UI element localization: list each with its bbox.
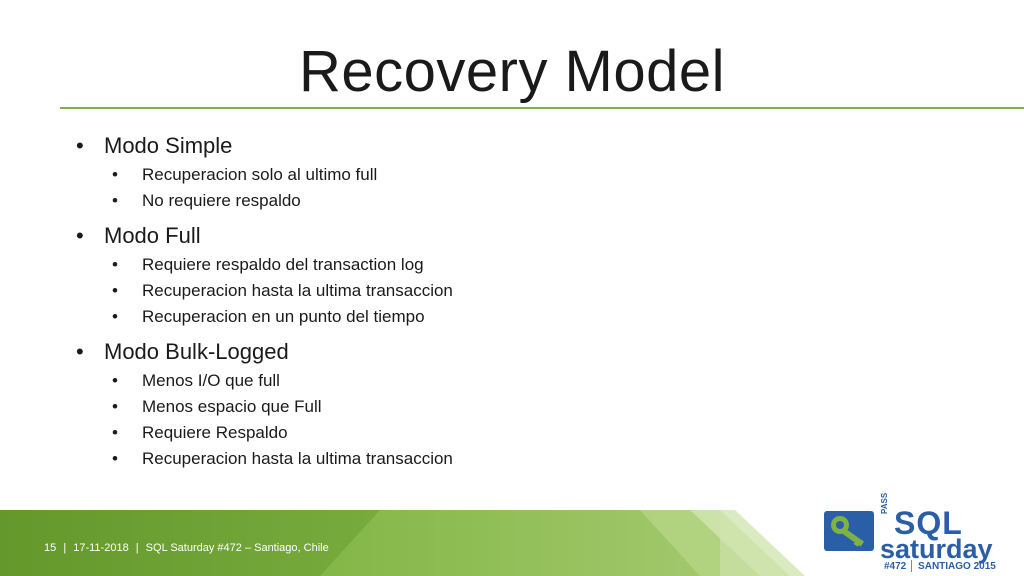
sub-item-text: No requiere respaldo — [142, 191, 301, 210]
logo-sql-text: SQL — [894, 505, 963, 541]
bullet-level2: • Menos espacio que Full — [112, 394, 956, 420]
footer-event: SQL Saturday #472 – Santiago, Chile — [145, 542, 329, 554]
sub-item-text: Menos espacio que Full — [142, 397, 322, 416]
sub-list: • Requiere respaldo del transaction log … — [76, 252, 956, 330]
bullet-level2: • Recuperacion en un punto del tiempo — [112, 304, 956, 330]
section-modo-full: • Modo Full • Requiere respaldo del tran… — [76, 220, 956, 330]
bullet-icon: • — [76, 223, 84, 248]
section-heading: Modo Bulk-Logged — [104, 339, 289, 364]
footer-text: 15 | 17-11-2018 | SQL Saturday #472 – Sa… — [44, 542, 333, 554]
bullet-icon: • — [112, 165, 118, 184]
bullet-icon: • — [112, 423, 118, 442]
bullet-list: • Modo Simple • Recuperacion solo al ult… — [76, 130, 956, 478]
logo-edition-text: #472 │ SANTIAGO 2015 — [884, 561, 996, 572]
footer-date: 17-11-2018 — [73, 542, 129, 554]
sub-item-text: Recuperacion hasta la ultima transaccion — [142, 281, 453, 300]
section-heading: Modo Simple — [104, 133, 233, 158]
bullet-icon: • — [112, 371, 118, 390]
sub-item-text: Menos I/O que full — [142, 371, 280, 390]
bullet-icon: • — [112, 449, 118, 468]
bullet-icon: • — [112, 307, 118, 326]
sub-list: • Menos I/O que full • Menos espacio que… — [76, 368, 956, 472]
sub-item-text: Recuperacion hasta la ultima transaccion — [142, 449, 453, 468]
bullet-level1: • Modo Bulk-Logged — [76, 336, 956, 368]
bullet-level2: • Recuperacion solo al ultimo full — [112, 162, 956, 188]
logo-pass-text: PASS — [880, 492, 889, 514]
footer-separator: | — [135, 542, 139, 554]
sqlsaturday-logo: PASS SQL saturday #472 │ SANTIAGO 2015 — [822, 493, 996, 573]
section-modo-simple: • Modo Simple • Recuperacion solo al ult… — [76, 130, 956, 214]
sub-list: • Recuperacion solo al ultimo full • No … — [76, 162, 956, 214]
section-modo-bulk-logged: • Modo Bulk-Logged • Menos I/O que full … — [76, 336, 956, 472]
bullet-icon: • — [112, 397, 118, 416]
sub-item-text: Recuperacion solo al ultimo full — [142, 165, 378, 184]
footer-stripe-pale — [690, 510, 805, 576]
footer-shade — [0, 510, 380, 576]
bullet-level2: • Recuperacion hasta la ultima transacci… — [112, 446, 956, 472]
bullet-level2: • Requiere respaldo del transaction log — [112, 252, 956, 278]
bullet-level2: • Menos I/O que full — [112, 368, 956, 394]
bullet-level2: • Recuperacion hasta la ultima transacci… — [112, 278, 956, 304]
bullet-icon: • — [112, 255, 118, 274]
bullet-icon: • — [76, 339, 84, 364]
footer-green-bar — [0, 510, 720, 576]
slide-number: 15 — [44, 542, 57, 554]
sub-item-text: Requiere respaldo del transaction log — [142, 255, 424, 274]
footer-background — [0, 510, 805, 576]
bullet-level2: • Requiere Respaldo — [112, 420, 956, 446]
sub-item-text: Recuperacion en un punto del tiempo — [142, 307, 425, 326]
section-heading: Modo Full — [104, 223, 201, 248]
slide-title: Recovery Model — [298, 39, 726, 104]
title-underline — [60, 107, 1024, 109]
footer-separator: | — [63, 542, 67, 554]
bullet-icon: • — [112, 281, 118, 300]
sub-item-text: Requiere Respaldo — [142, 423, 288, 442]
logo-saturday-text: saturday — [880, 534, 993, 564]
footer-band — [0, 510, 1024, 576]
bullet-level1: • Modo Full — [76, 220, 956, 252]
bullet-icon: • — [76, 133, 84, 158]
bullet-level2: • No requiere respaldo — [112, 188, 956, 214]
key-icon — [824, 511, 874, 551]
bullet-level1: • Modo Simple — [76, 130, 956, 162]
bullet-icon: • — [112, 191, 118, 210]
